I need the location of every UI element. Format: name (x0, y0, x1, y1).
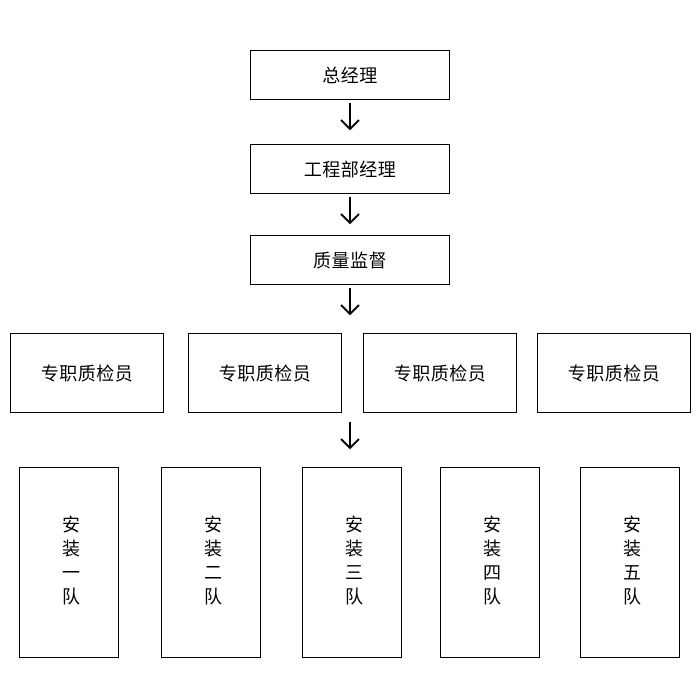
node-inspector: 专职质检员 (188, 333, 342, 413)
node-inspector: 专职质检员 (10, 333, 164, 413)
node-general-manager: 总经理 (250, 50, 450, 100)
node-label: 专职质检员 (393, 364, 487, 385)
node-team: 安装四队 (440, 467, 540, 658)
node-inspector: 专职质检员 (537, 333, 691, 413)
node-label: 安装二队 (201, 514, 222, 611)
node-label: 总经理 (322, 66, 378, 87)
node-team: 安装三队 (302, 467, 402, 658)
node-label: 工程部经理 (303, 160, 397, 181)
node-team: 安装一队 (19, 467, 119, 658)
down-arrow-icon (338, 421, 362, 451)
down-arrow-icon (338, 287, 362, 317)
node-label: 安装五队 (620, 514, 641, 611)
node-team: 安装二队 (161, 467, 261, 658)
node-label: 安装三队 (342, 514, 363, 611)
node-inspector: 专职质检员 (363, 333, 517, 413)
node-team: 安装五队 (580, 467, 680, 658)
node-label: 安装一队 (59, 514, 80, 611)
node-label: 质量监督 (313, 251, 387, 272)
node-quality-supervision: 质量监督 (250, 235, 450, 285)
node-label: 专职质检员 (40, 364, 134, 385)
down-arrow-icon (338, 196, 362, 226)
node-label: 专职质检员 (567, 364, 661, 385)
node-label: 专职质检员 (218, 364, 312, 385)
node-label: 安装四队 (480, 514, 501, 611)
node-engineering-manager: 工程部经理 (250, 144, 450, 194)
down-arrow-icon (338, 102, 362, 132)
